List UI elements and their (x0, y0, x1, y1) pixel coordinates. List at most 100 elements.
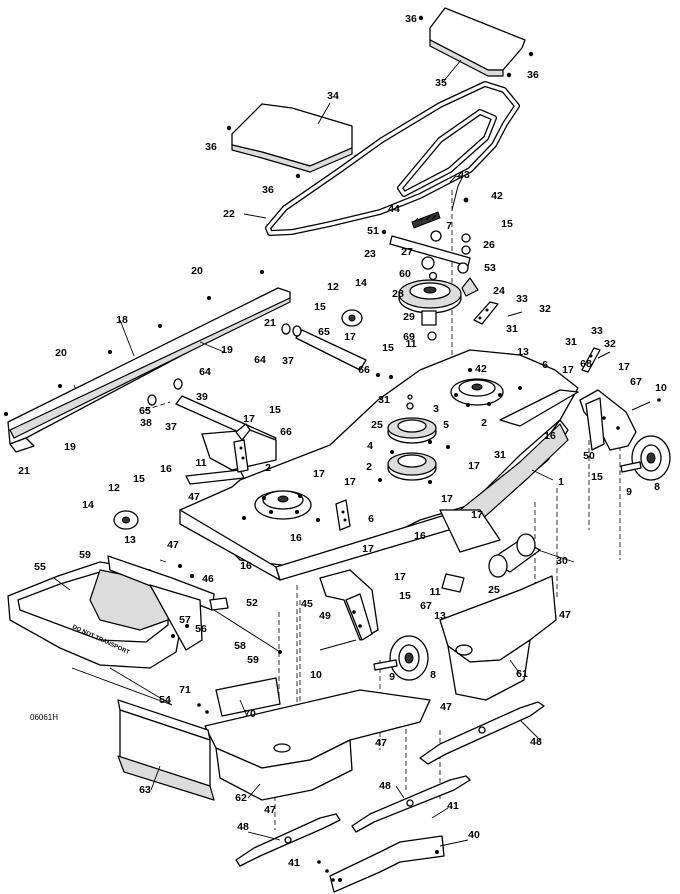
callout-47: 47 (375, 737, 387, 749)
callout-2: 2 (366, 461, 372, 473)
callout-51: 51 (367, 225, 379, 237)
callout-53: 53 (484, 262, 496, 274)
callout-48: 48 (237, 821, 249, 833)
callout-11: 11 (195, 457, 206, 469)
callout-15: 15 (382, 342, 394, 354)
callout-30: 30 (556, 555, 568, 567)
callout-17: 17 (362, 543, 374, 555)
deck-housing-lower (204, 689, 431, 801)
hardware-fasteners (242, 368, 522, 522)
callout-32: 32 (604, 338, 616, 350)
callout-16: 16 (160, 463, 172, 475)
callout-6: 6 (368, 513, 374, 525)
callout-48: 48 (379, 780, 391, 792)
callout-10: 10 (310, 669, 322, 681)
callout-41: 41 (288, 857, 300, 869)
callout-65: 65 (139, 405, 151, 417)
callout-15: 15 (591, 471, 603, 483)
callout-47: 47 (188, 491, 200, 503)
callout-5: 5 (443, 419, 449, 431)
callout-7: 7 (446, 220, 452, 232)
callout-17: 17 (562, 364, 574, 376)
callout-23: 23 (364, 248, 376, 260)
callout-29: 29 (403, 311, 415, 323)
callout-9: 9 (389, 671, 395, 683)
callout-63: 63 (139, 784, 151, 796)
callout-67: 67 (630, 376, 642, 388)
callout-9: 9 (626, 486, 632, 498)
callout-41: 41 (447, 800, 459, 812)
callout-3: 3 (433, 403, 439, 415)
callout-56: 56 (195, 623, 207, 635)
callout-35: 35 (435, 77, 447, 89)
callout-12: 12 (327, 281, 339, 293)
callout-17: 17 (243, 413, 255, 425)
callout-64: 64 (254, 354, 266, 366)
baffle-small (197, 677, 281, 717)
callout-16: 16 (414, 530, 426, 542)
callout-64: 64 (199, 366, 211, 378)
callout-34: 34 (327, 90, 339, 102)
callout-40: 40 (468, 829, 480, 841)
callout-17: 17 (344, 476, 356, 488)
callout-47: 47 (440, 701, 452, 713)
belt-cover-left (226, 103, 359, 179)
callout-17: 17 (441, 493, 453, 505)
callout-68: 68 (580, 358, 592, 370)
callout-59: 59 (79, 549, 91, 561)
callout-13: 13 (517, 346, 529, 358)
idler-spring-assembly (381, 175, 479, 297)
callout-38: 38 (140, 417, 152, 429)
callout-42: 42 (475, 363, 487, 375)
callout-27: 27 (401, 246, 413, 258)
callout-14: 14 (82, 499, 94, 511)
callout-21: 21 (18, 465, 30, 477)
callout-16: 16 (240, 560, 252, 572)
callout-20: 20 (55, 347, 67, 359)
callout-24: 24 (493, 285, 505, 297)
callout-4: 4 (367, 440, 373, 452)
callout-15: 15 (269, 404, 281, 416)
callout-60: 60 (399, 268, 411, 280)
callout-15: 15 (501, 218, 513, 230)
callout-44: 44 (388, 203, 400, 215)
callout-66: 66 (280, 426, 292, 438)
callout-31: 31 (506, 323, 518, 335)
callout-37: 37 (165, 421, 177, 433)
cutting-blades (235, 701, 545, 867)
baffle-large (117, 699, 215, 801)
callout-16: 16 (290, 532, 302, 544)
callout-31: 31 (565, 336, 577, 348)
callout-10: 10 (655, 382, 667, 394)
callout-59: 59 (247, 654, 259, 666)
callout-58: 58 (234, 640, 246, 652)
drive-belt (265, 81, 520, 236)
callout-17: 17 (344, 331, 356, 343)
callout-32: 32 (539, 303, 551, 315)
callout-65: 65 (318, 326, 330, 338)
callout-16: 16 (544, 430, 556, 442)
callout-15: 15 (314, 301, 326, 313)
callout-13: 13 (434, 610, 446, 622)
callout-61: 61 (516, 668, 528, 680)
callout-62: 62 (235, 792, 247, 804)
callout-8: 8 (654, 481, 660, 493)
deck-housing-right (439, 575, 557, 701)
callout-57: 57 (179, 614, 191, 626)
callout-22: 22 (223, 208, 235, 220)
adjuster-bracket-right (473, 301, 611, 373)
callout-66: 66 (358, 364, 370, 376)
callout-39: 39 (196, 391, 208, 403)
callout-37: 37 (282, 355, 294, 367)
callout-33: 33 (591, 325, 603, 337)
callout-54: 54 (159, 694, 171, 706)
callout-70: 70 (244, 708, 256, 720)
callout-46: 46 (202, 573, 214, 585)
left-baffle (4, 270, 291, 453)
callout-45: 45 (301, 598, 313, 610)
callout-43: 43 (458, 169, 470, 181)
callout-17: 17 (313, 468, 325, 480)
drive-pulley (398, 279, 462, 341)
